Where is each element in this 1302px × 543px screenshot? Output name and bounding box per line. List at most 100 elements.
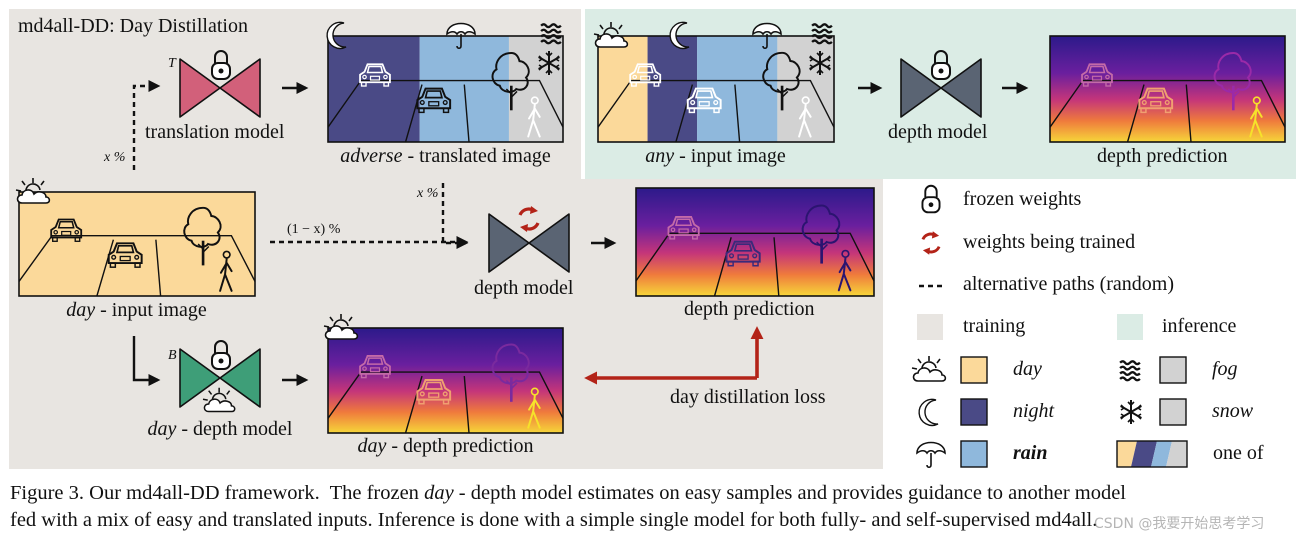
legend-snow-label: snow: [1212, 400, 1254, 422]
adverse-image-label-em: adverse: [340, 145, 403, 167]
one-of-rain: [1151, 441, 1172, 467]
legend-fog-swatch: [1159, 356, 1187, 384]
day-input-label-em: day: [66, 299, 96, 321]
caption-line1-pre: Figure 3. Our md4all-DD framework. The f…: [10, 482, 425, 504]
adverse-translated-image-frame: [327, 35, 564, 143]
any-input-image-frame: [597, 35, 835, 143]
day-depth-prediction-frame: [327, 327, 564, 434]
inference-input-label: any - input image: [588, 145, 843, 168]
adverse-translated-image-lane-lines: [404, 84, 470, 143]
student-prediction-label: depth prediction: [684, 298, 815, 320]
inference-model-label: depth model: [888, 121, 988, 143]
legend-day-swatch: [960, 356, 988, 384]
day-input-label-rest: - input image: [95, 299, 207, 321]
legend-night-label: night: [1013, 400, 1055, 422]
day-input-image-band: [19, 192, 255, 296]
inference-prediction-label: depth prediction: [1097, 145, 1228, 167]
translation-model-shape: [179, 58, 261, 118]
legend-fog-label: fog: [1212, 358, 1238, 380]
teacher-path-arrow: [132, 80, 161, 170]
legend-snow-swatch: [1159, 398, 1187, 426]
adverse-translated-image-road-edge: [327, 79, 564, 128]
legend-day-icon: [911, 355, 947, 382]
caption-line1-post: - depth model estimates on easy samples …: [453, 482, 1127, 504]
legend-trained-icon: [921, 229, 941, 257]
one-of-fog: [1166, 441, 1187, 467]
inference-depth-model-shape: [900, 58, 982, 118]
one-of-night: [1131, 441, 1157, 467]
day-depth-prediction-lane-lines: [404, 375, 470, 434]
translation-model-label: translation model: [145, 121, 285, 143]
legend-inference-swatch: [1117, 314, 1143, 340]
translation-model-shape-shape: [179, 58, 261, 118]
student-depth-prediction: [635, 187, 875, 297]
day-input-image-road-edge: [18, 234, 256, 282]
legend-rain-icon: [916, 441, 946, 469]
legend-night-swatch: [960, 398, 988, 426]
day-input-image-frame: [18, 191, 256, 297]
caption-line-2: fed with a mix of easy and translated in…: [10, 509, 1098, 531]
one-of-frame: [1116, 440, 1188, 468]
adverse-translated-image-band: [328, 36, 420, 142]
legend-training-swatch: [917, 314, 943, 340]
student-depth-prediction-frame: [635, 187, 875, 297]
legend-one-of-label: one of: [1213, 442, 1264, 464]
any-input-image: [597, 35, 835, 143]
inference-depth-prediction-frame: [1049, 35, 1286, 143]
legend-fog-icon: [1118, 360, 1142, 382]
any-input-image-band: [647, 36, 698, 142]
diagram-title: md4all-DD: Day Distillation: [18, 15, 248, 37]
legend-day-label: day: [1013, 358, 1042, 380]
day-model-label-rest: - depth model: [176, 418, 293, 440]
day-prediction-label-em: day: [357, 435, 387, 457]
inference-input-label-em: any: [645, 145, 675, 167]
student-mix-fraction-direct: (1 − x) %: [287, 222, 341, 237]
day-depth-prediction-road-edge: [327, 371, 564, 419]
adverse-translated-image: [327, 35, 564, 143]
teacher-path-fraction: x %: [104, 150, 126, 165]
day-depth-model-shape-shape: [179, 348, 261, 408]
day-model-letter: B: [168, 348, 177, 363]
day-input-label: day - input image: [9, 299, 264, 322]
adverse-image-label-rest: - translated image: [402, 145, 551, 167]
legend-trained-label: weights being trained: [963, 231, 1136, 253]
inference-depth-prediction-road-edge: [1049, 79, 1286, 128]
student-depth-prediction-lane-lines: [713, 237, 780, 297]
legend-night-icon: [918, 398, 939, 427]
day-model-label-em: day: [147, 418, 177, 440]
student-depth-model-shape-shape: [488, 213, 570, 273]
any-input-image-lane-lines: [675, 84, 741, 143]
translation-model-letter: T: [168, 56, 176, 71]
day-prediction-label-rest: - depth prediction: [386, 435, 534, 457]
legend-rain-swatch: [960, 440, 988, 468]
any-input-image-band: [598, 36, 648, 142]
legend-one-of-swatch: [1116, 440, 1188, 468]
day-prediction-label: day - depth prediction: [318, 435, 573, 458]
day-input-image: [18, 191, 256, 297]
caption-line-1: Figure 3. Our md4all-DD framework. The f…: [10, 482, 1126, 505]
legend-frozen-label: frozen weights: [963, 188, 1082, 210]
day-depth-prediction: [327, 327, 564, 434]
inference-depth-prediction-lane-lines: [1126, 84, 1192, 143]
any-input-image-road-edge: [597, 79, 835, 128]
inference-depth-prediction: [1049, 35, 1286, 143]
to-day-model-arrow: [132, 336, 161, 386]
day-model-label: day - depth model: [120, 418, 320, 441]
caption-line1-em: day: [424, 482, 454, 504]
legend-inference-label: inference: [1162, 315, 1237, 337]
adverse-image-label: adverse - translated image: [318, 145, 573, 168]
day-depth-prediction-bg: [328, 328, 563, 433]
student-depth-prediction-road-edge: [635, 232, 875, 282]
inference-depth-prediction-bg: [1050, 36, 1285, 142]
student-depth-model-shape: [488, 213, 570, 273]
student-model-label: depth model: [474, 277, 574, 299]
legend-training-label: training: [963, 315, 1026, 337]
student-mix-fraction-x: x %: [417, 186, 439, 201]
legend-rain-label: rain: [1013, 442, 1048, 464]
legend-lock-icon: [921, 184, 941, 214]
legend-alt-paths-label: alternative paths (random): [963, 273, 1175, 295]
day-input-image-lane-lines: [96, 239, 162, 297]
day-depth-model-shape: [179, 348, 261, 408]
